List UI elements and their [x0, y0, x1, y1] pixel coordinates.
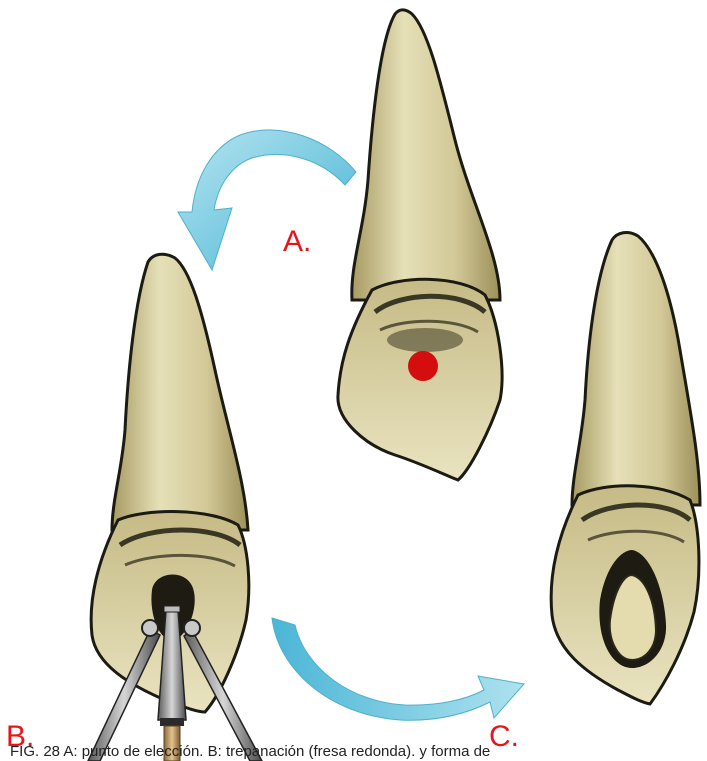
tooth-c-root — [572, 233, 700, 505]
tooth-a — [338, 10, 502, 480]
tooth-b-root — [112, 254, 248, 530]
tooth-c — [551, 233, 700, 704]
curved-arrow-icon — [272, 618, 524, 720]
tooth-b — [88, 254, 262, 761]
tooth-a-root — [352, 10, 500, 300]
figure-caption: FIG. 28 A: punto de elección. B: trepana… — [10, 742, 707, 761]
curved-arrow-icon — [178, 130, 356, 270]
step-label-a: A. — [283, 227, 311, 257]
access-point-marker — [408, 351, 438, 381]
